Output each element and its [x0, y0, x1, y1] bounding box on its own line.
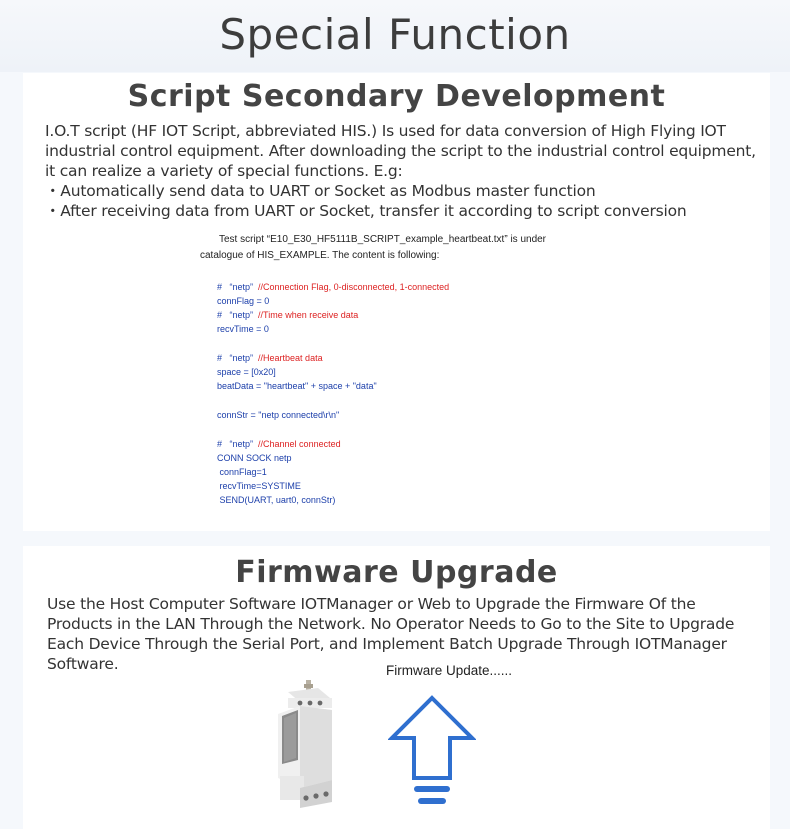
code-line: space = [0x20] [217, 367, 276, 377]
code-line: SEND(UART, uart0, connStr) [217, 495, 336, 505]
code-line: recvTime=SYSTIME [217, 481, 301, 491]
code-line: connFlag=1 [217, 467, 267, 477]
bullet-item: ・Automatically send data to UART or Sock… [45, 182, 596, 200]
code-intro-line: Test script “E10_E30_HF5111B_SCRIPT_exam… [219, 234, 547, 245]
din-rail-device-icon [278, 680, 332, 808]
code-line: # “netp” //Channel connected [217, 439, 341, 449]
upload-arrow-icon [388, 695, 476, 804]
code-line: recvTime = 0 [217, 324, 269, 334]
script-section-title: Script Secondary Development [127, 79, 666, 114]
firmware-update-caption: Firmware Update...... [386, 663, 513, 678]
code-line: beatData = "heartbeat" + space + "data" [217, 381, 377, 391]
script-description: I.O.T script (HF IOT Script, abbreviated… [45, 121, 763, 221]
firmware-section-title: Firmware Upgrade [235, 555, 558, 590]
code-comment: //Connection Flag, 0-disconnected, 1-con… [258, 282, 450, 292]
script-code-image: Test script “E10_E30_HF5111B_SCRIPT_exam… [150, 230, 622, 510]
code-line: connStr = "netp connected\r\n" [217, 410, 340, 420]
script-section-card: Script Secondary Development I.O.T scrip… [23, 73, 770, 531]
code-line: # “netp” //Connection Flag, 0-disconnect… [217, 282, 450, 292]
code-line: # “netp” //Heartbeat data [217, 353, 323, 363]
page-title: Special Function [219, 10, 571, 59]
firmware-section-card: Firmware Upgrade Use the Host Computer S… [23, 546, 770, 829]
firmware-description: Use the Host Computer Software IOTManage… [47, 595, 735, 673]
script-description-text: I.O.T script (HF IOT Script, abbreviated… [45, 122, 756, 180]
code-intro-line: catalogue of HIS_EXAMPLE. The content is… [200, 250, 440, 261]
code-comment: //Heartbeat data [258, 353, 323, 363]
code-line: # “netp” //Time when receive data [217, 310, 359, 320]
bullet-item: ・After receiving data from UART or Socke… [45, 202, 687, 220]
header-band [0, 0, 790, 72]
code-line: connFlag = 0 [217, 296, 270, 306]
code-line: CONN SOCK netp [217, 453, 292, 463]
code-comment: //Time when receive data [258, 310, 359, 320]
code-comment: //Channel connected [258, 439, 341, 449]
